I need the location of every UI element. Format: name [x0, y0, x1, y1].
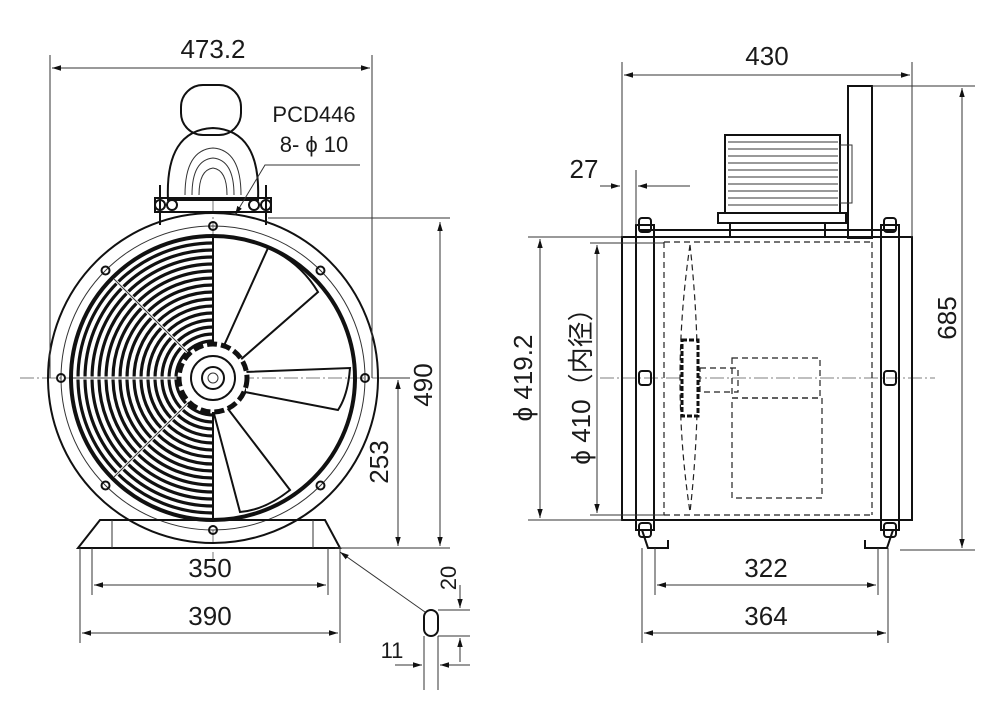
hub: [176, 341, 250, 415]
front-view: 473.2 PCD446 8- ϕ 10 490 253 350 390 20 …: [20, 34, 470, 690]
impeller-blades: [211, 246, 352, 514]
motor-side: [717, 134, 853, 238]
side-view: 430 27 685 ϕ 419.2 ϕ 410（内径） 322 364: [508, 41, 975, 643]
bolt-hole-label: 8- ϕ 10: [280, 132, 349, 157]
dim-overall-width: 473.2: [180, 34, 245, 64]
flange-bolt: [638, 217, 652, 233]
base-slot-detail: [423, 609, 439, 637]
dim-overall-depth: 430: [745, 41, 788, 71]
inlet-flange: [635, 224, 655, 531]
motor-hidden: [731, 397, 823, 499]
dim-overall-height: 685: [932, 296, 962, 339]
bolt-hole: [315, 480, 326, 491]
dim-center-height: 253: [364, 440, 394, 483]
pcd-label: PCD446: [272, 102, 355, 127]
flange-bolt-holes: [56, 221, 370, 535]
dim-outer-diameter: ϕ 419.2: [508, 335, 538, 422]
dim-base-inner: 350: [188, 553, 231, 583]
dim-base-outer: 390: [188, 601, 231, 631]
flange-bolt: [883, 217, 897, 233]
flange-bolt: [638, 370, 652, 386]
dim-slot-width: 11: [381, 638, 404, 663]
dim-base-hole-pitch: 322: [744, 553, 787, 583]
casing-body: [621, 236, 913, 521]
bolt-hole: [100, 265, 111, 276]
dim-base-length: 364: [744, 601, 787, 631]
dim-flange-offset: 27: [570, 154, 599, 184]
impeller-hidden: [679, 244, 699, 513]
motor-front: [154, 84, 272, 225]
outlet-flange: [880, 224, 900, 531]
bolt-hole: [315, 265, 326, 276]
foot-right: [864, 529, 894, 549]
pcd-leader: [234, 164, 360, 216]
bolt-hole: [56, 373, 66, 383]
dim-slot-length: 20: [436, 566, 461, 590]
outer-flange-ring: [47, 212, 379, 544]
pcd-circle: [60, 225, 366, 531]
bolt-hole: [208, 221, 218, 231]
bolt-hole: [100, 480, 111, 491]
dim-height-490: 490: [408, 363, 438, 406]
flange-bolt: [883, 370, 897, 386]
bolt-hole: [208, 525, 218, 535]
foot-left: [641, 529, 669, 549]
dim-inner-diameter: ϕ 410（内径）: [566, 295, 596, 464]
hub-side: [680, 338, 700, 418]
bolt-hole: [360, 373, 370, 383]
